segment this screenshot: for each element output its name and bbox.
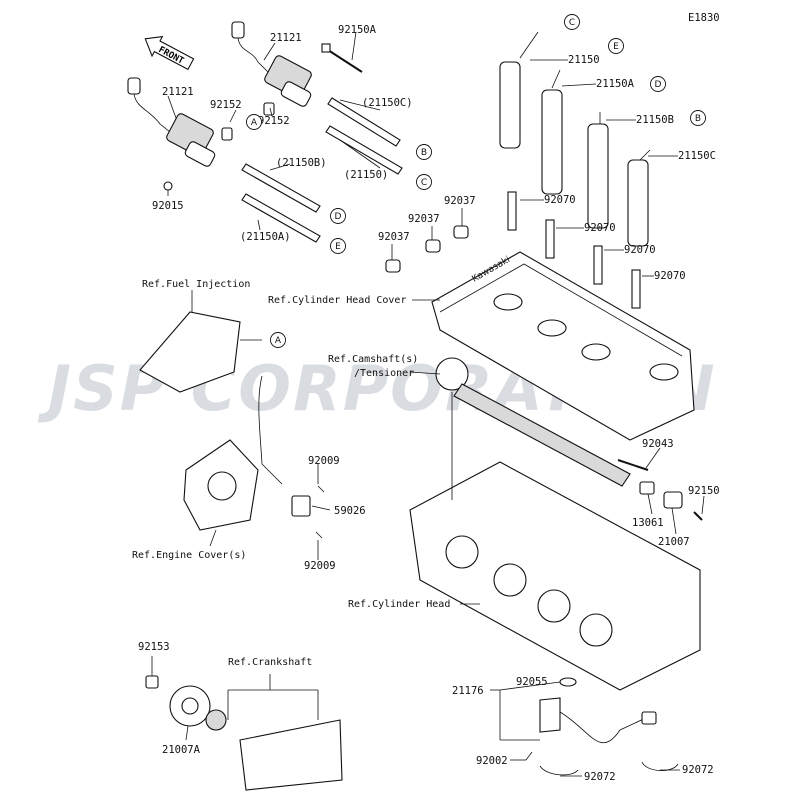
plug-leads-right xyxy=(499,31,651,247)
callout-d-2: D xyxy=(650,76,666,92)
ignition-coil-upper xyxy=(231,21,312,116)
fuel-injection-bracket xyxy=(139,311,241,393)
svg-text:B: B xyxy=(421,148,427,158)
label-92070-a: 92070 xyxy=(544,194,576,206)
ref-tensioner: /Tensioner xyxy=(354,368,414,379)
ref-cylinder-head-cover: Ref.Cylinder Head Cover xyxy=(268,295,406,306)
callout-d-1: D xyxy=(330,208,346,224)
label-92152-a: 92152 xyxy=(210,99,242,111)
label-92150A: 92150A xyxy=(338,24,377,36)
plug-caps-left xyxy=(241,97,403,243)
ref-fuel-injection: Ref.Fuel Injection xyxy=(142,279,250,290)
callout-e-1: E xyxy=(330,238,346,254)
label-92009-a: 92009 xyxy=(308,455,340,467)
svg-text:E: E xyxy=(613,42,619,52)
ref-engine-cover: Ref.Engine Cover(s) xyxy=(132,550,246,561)
cylinder-head xyxy=(409,461,701,691)
spark-plugs xyxy=(507,191,641,309)
ref-crankshaft: Ref.Crankshaft xyxy=(228,657,312,668)
cam-sensor xyxy=(525,677,679,776)
ref-cylinder-head: Ref.Cylinder Head xyxy=(348,599,450,610)
callouts: A A B B C C D D E E xyxy=(246,14,706,348)
svg-text:E: E xyxy=(335,242,341,252)
label-21007A: 21007A xyxy=(162,744,201,756)
label-92009-b: 92009 xyxy=(304,560,336,572)
leader-lines xyxy=(151,31,705,777)
svg-text:D: D xyxy=(335,212,342,222)
ref-labels: Ref.Fuel Injection Ref.Cylinder Head Cov… xyxy=(132,279,450,668)
label-92037-c: 92037 xyxy=(378,231,410,243)
label-92152-b: 92152 xyxy=(258,115,290,127)
callout-c-1: C xyxy=(416,174,432,190)
label-92150: 92150 xyxy=(688,485,720,497)
callout-a-2: A xyxy=(270,332,286,348)
callout-b-2: B xyxy=(690,110,706,126)
label-21150B-paren: (21150B) xyxy=(276,157,327,169)
callout-c-2: C xyxy=(564,14,580,30)
label-92072-a: 92072 xyxy=(584,771,616,783)
label-59026: 59026 xyxy=(334,505,366,517)
misc-parts xyxy=(617,459,703,521)
svg-text:D: D xyxy=(655,80,662,90)
label-92037-a: 92037 xyxy=(444,195,476,207)
label-21150A-paren: (21150A) xyxy=(240,231,291,243)
svg-text:A: A xyxy=(275,336,282,346)
clamps-92037 xyxy=(385,225,469,273)
engine-cover xyxy=(183,375,325,539)
label-92153: 92153 xyxy=(138,641,170,653)
label-21150A: 21150A xyxy=(596,78,635,90)
callout-b-1: B xyxy=(416,144,432,160)
label-92070-b: 92070 xyxy=(584,222,616,234)
label-21150B: 21150B xyxy=(636,114,674,126)
diagram-code: E1830 xyxy=(688,12,720,24)
label-21150C-paren: (21150C) xyxy=(362,97,413,109)
camshaft xyxy=(435,357,631,487)
front-arrow: FRONT xyxy=(144,35,195,71)
label-92055: 92055 xyxy=(516,676,548,688)
label-21007: 21007 xyxy=(658,536,690,548)
label-21150C: 21150C xyxy=(678,150,716,162)
callout-a-1: A xyxy=(246,114,262,130)
label-92043: 92043 xyxy=(642,438,674,450)
svg-text:C: C xyxy=(569,18,575,28)
label-92072-b: 92072 xyxy=(682,764,714,776)
ignition-coil-lower xyxy=(127,77,233,191)
crankshaft-assembly xyxy=(145,675,343,791)
label-92070-d: 92070 xyxy=(654,270,686,282)
label-21121-lower: 21121 xyxy=(162,86,194,98)
label-21150: 21150 xyxy=(568,54,600,66)
label-21176: 21176 xyxy=(452,685,484,697)
label-13061: 13061 xyxy=(632,517,664,529)
label-92037-b: 92037 xyxy=(408,213,440,225)
label-21150-paren: (21150) xyxy=(344,169,388,181)
label-92002: 92002 xyxy=(476,755,508,767)
svg-text:C: C xyxy=(421,178,427,188)
callout-e-2: E xyxy=(608,38,624,54)
part-labels: 21121 21121 92150A 92152 92152 (21150C) … xyxy=(138,24,720,783)
svg-text:B: B xyxy=(695,114,701,124)
label-92015: 92015 xyxy=(152,200,184,212)
label-92070-c: 92070 xyxy=(624,244,656,256)
ref-camshaft: Ref.Camshaft(s) xyxy=(328,354,418,365)
svg-text:A: A xyxy=(251,118,258,128)
bolt-92150A xyxy=(321,43,363,73)
label-21121-upper: 21121 xyxy=(270,32,302,44)
